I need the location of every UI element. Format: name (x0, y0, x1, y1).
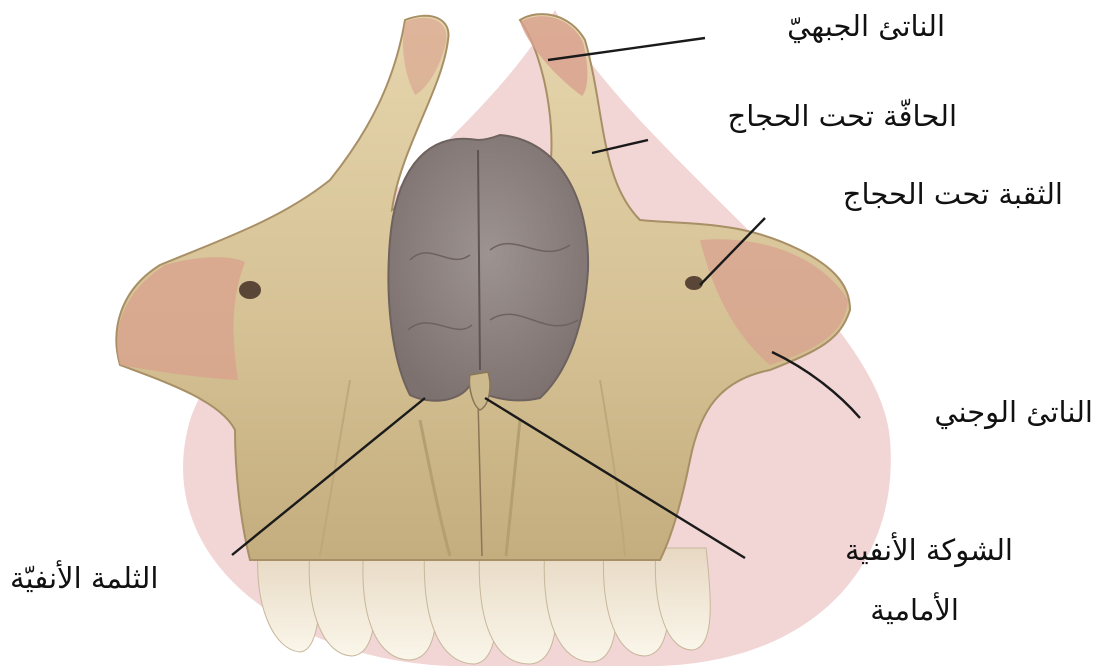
nasal-cavity (388, 135, 588, 410)
label-zygomatic-process: الناتئ الوجني (934, 394, 1093, 430)
label-frontal-process: الناتئ الجبهيّ (787, 8, 945, 44)
label-nasal-notch: الثلمة الأنفيّة (10, 560, 158, 596)
label-infraorbital-margin: الحافّة تحت الحجاج (728, 98, 957, 134)
label-anterior-nasal-spine-line2: الأمامية (870, 592, 959, 628)
label-infraorbital-foramen: الثقبة تحت الحجاج (843, 176, 1063, 212)
label-anterior-nasal-spine-line1: الشوكة الأنفية (845, 532, 1013, 568)
